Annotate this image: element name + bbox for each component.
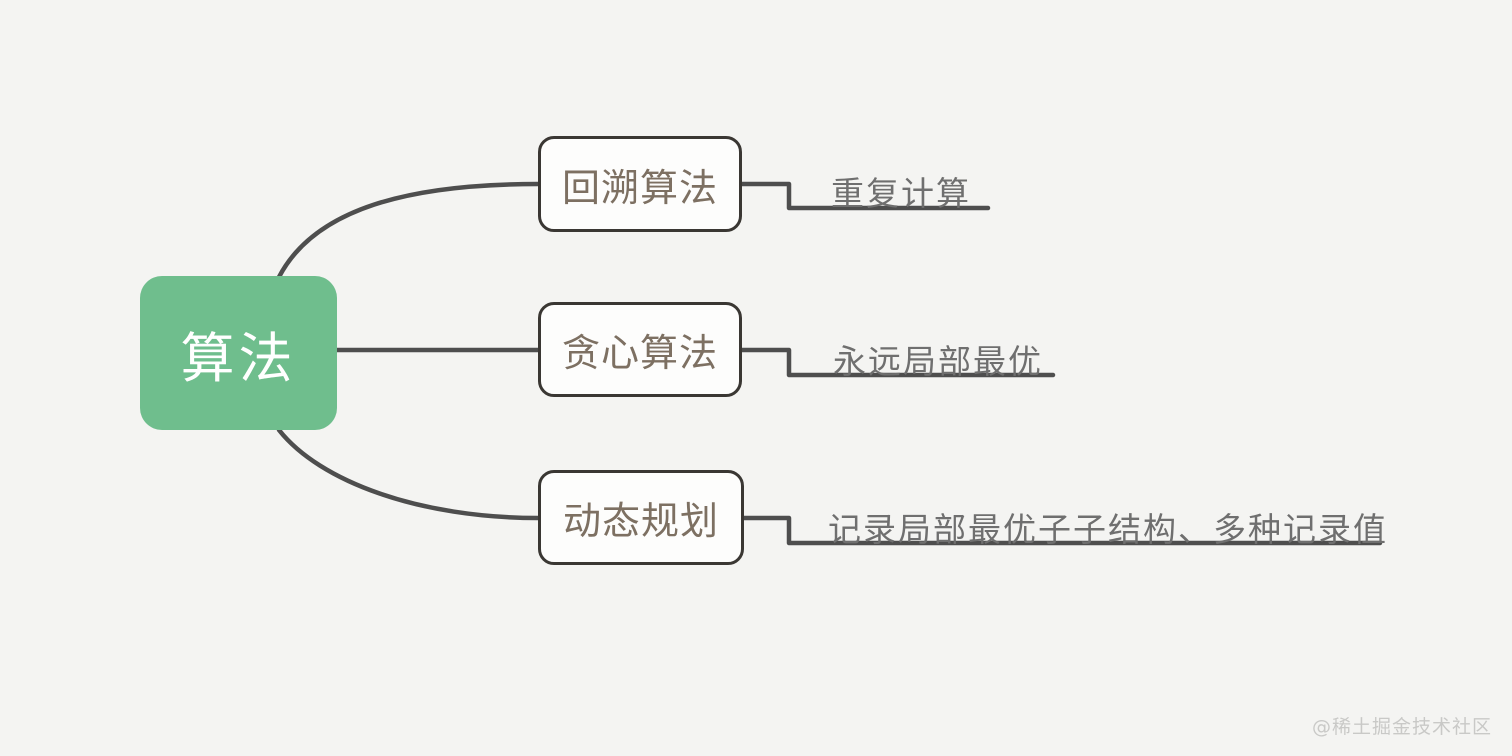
branch-node-label: 贪心算法 — [561, 331, 718, 375]
root-node-label: 算法 — [180, 326, 297, 390]
branch-node-label: 动态规划 — [562, 499, 719, 543]
leaf-note-always-local-optimum[interactable]: 永远局部最优 — [833, 342, 1043, 381]
leaf-note-repeated-computation[interactable]: 重复计算 — [831, 174, 971, 213]
elbow-greedy-to-note — [739, 347, 1056, 378]
watermark-juejin-community: @稀土掘金技术社区 — [1311, 716, 1492, 738]
branch-node-backtracking[interactable]: 回溯算法 — [538, 136, 742, 232]
curve-root-to-backtracking — [276, 181, 541, 280]
leaf-note-record-local-optimum-substructure[interactable]: 记录局部最优子子结构、多种记录值 — [828, 510, 1388, 549]
root-node-algorithm[interactable]: 算法 — [140, 276, 337, 430]
elbow-dynamic-to-note — [741, 515, 1383, 546]
elbow-backtracking-to-note — [739, 181, 991, 211]
curve-root-to-dynamic-programming — [276, 427, 541, 521]
branch-node-label: 回溯算法 — [561, 165, 718, 210]
branch-node-greedy[interactable]: 贪心算法 — [538, 302, 742, 397]
branch-node-dynamic-programming[interactable]: 动态规划 — [538, 470, 744, 565]
